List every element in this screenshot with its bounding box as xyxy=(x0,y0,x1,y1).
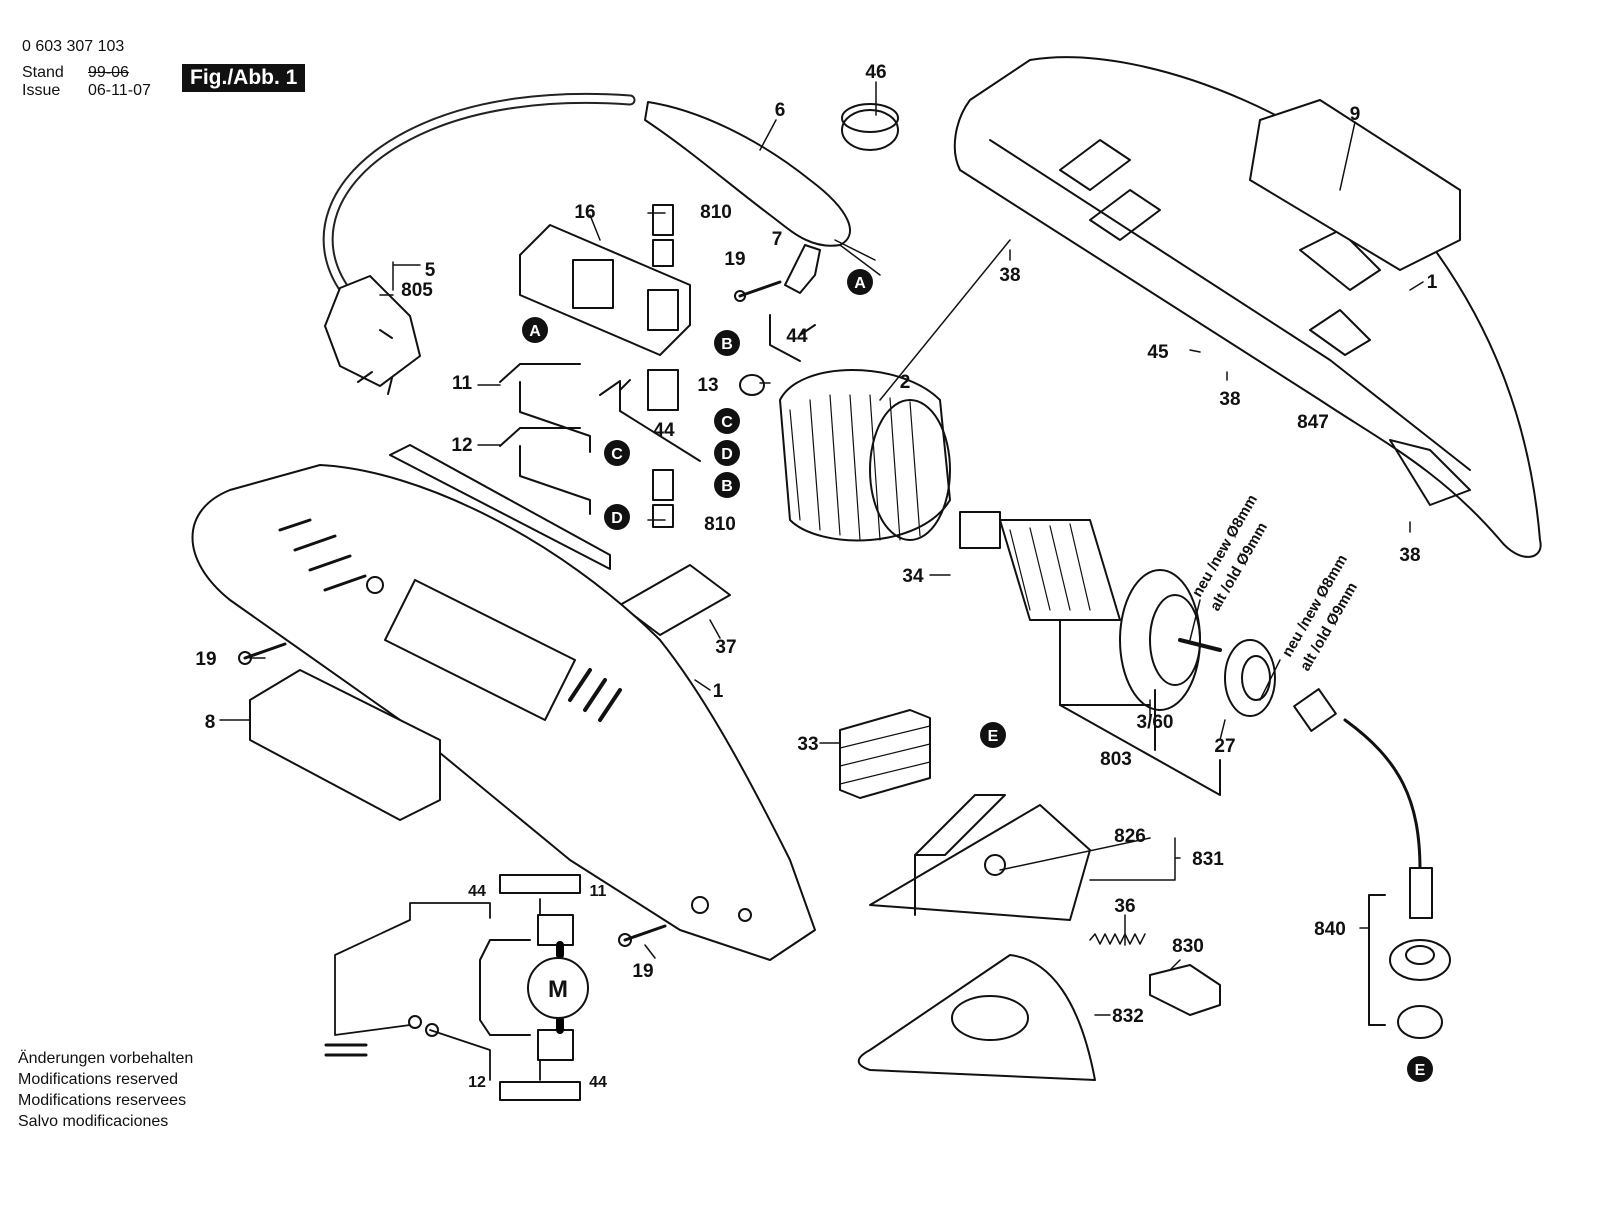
callout: 44 xyxy=(589,1074,607,1091)
callout: 38 xyxy=(1399,545,1420,566)
connector-a: A xyxy=(854,275,866,292)
callout: 7 xyxy=(772,229,783,250)
part-callouts: 46 6 9 5 805 16 810 19 7 38 1 44 45 2 13… xyxy=(195,62,1437,1091)
connector-e: E xyxy=(988,728,999,745)
wire-44 xyxy=(599,379,701,462)
bearing-ring-840 xyxy=(1389,939,1451,981)
callout: 45 xyxy=(1147,342,1169,363)
latch-830 xyxy=(1149,964,1221,1016)
connector-c: C xyxy=(721,414,733,431)
note-line: Modifications reservees xyxy=(18,1092,187,1109)
callout: 810 xyxy=(704,514,736,535)
housing-shell-left xyxy=(191,464,816,961)
callout: 826 xyxy=(1114,826,1146,847)
modification-notes: Änderungen vorbehalten Modifications res… xyxy=(18,1048,193,1132)
callout: 1 xyxy=(713,681,724,702)
callout: 12 xyxy=(451,435,472,456)
callout: 19 xyxy=(632,961,653,982)
label-plate-8 xyxy=(249,669,441,821)
callout: 9 xyxy=(1350,104,1361,125)
callout: 8 xyxy=(205,712,216,733)
callout: 810 xyxy=(700,202,732,223)
screw-19-b xyxy=(623,924,667,942)
cable-clamp xyxy=(784,244,821,294)
callout: 832 xyxy=(1112,1006,1144,1027)
connector-b: B xyxy=(721,478,733,495)
callout: 840 xyxy=(1314,919,1346,940)
bushing-13 xyxy=(739,374,765,396)
callout: 19 xyxy=(724,249,745,270)
callout: 11 xyxy=(590,883,607,900)
callout: 1 xyxy=(1427,272,1438,293)
callout: 27 xyxy=(1214,736,1235,757)
callout: 44 xyxy=(468,883,486,900)
connector-b: B xyxy=(721,336,733,353)
callout: 38 xyxy=(999,265,1020,286)
motor-symbol xyxy=(527,957,589,1019)
figure-label: Fig./Abb. 1 xyxy=(182,64,306,92)
eccentric-sleeve xyxy=(1409,867,1433,919)
part-number: 0 603 307 103 xyxy=(22,38,125,55)
dust-filter-33 xyxy=(839,709,931,799)
plug xyxy=(324,275,421,387)
callout: 44 xyxy=(653,420,675,441)
callout: 831 xyxy=(1192,849,1224,870)
counterweight-840 xyxy=(1397,1005,1443,1039)
flex-cable xyxy=(1343,718,1422,872)
issue-date: 06-11-07 xyxy=(88,82,151,99)
callout: 34 xyxy=(902,566,924,587)
callout: 36 xyxy=(1114,896,1135,917)
spring-36 xyxy=(1089,933,1146,945)
callout: 46 xyxy=(865,62,886,83)
cord-guard xyxy=(644,101,851,247)
wiring-diagram xyxy=(334,898,541,1081)
connector-c: C xyxy=(611,446,623,463)
callout: 803 xyxy=(1100,749,1132,770)
callout: 16 xyxy=(574,202,595,223)
motor-label: M xyxy=(548,976,568,1003)
callout: 6 xyxy=(775,100,786,121)
carbon-brush-bottom xyxy=(652,469,674,501)
label-plate-9 xyxy=(1249,99,1461,271)
stand-old-date: 99-06 xyxy=(88,64,129,81)
stand-label: Stand xyxy=(22,64,64,81)
callout: 37 xyxy=(715,637,736,658)
strain-relief-ring xyxy=(841,109,899,151)
note-line: Änderungen vorbehalten xyxy=(18,1050,194,1067)
ball-bearing-27 xyxy=(1224,639,1276,717)
callout: 33 xyxy=(797,734,818,755)
callout: 13 xyxy=(697,375,718,396)
connector-e: E xyxy=(1415,1062,1426,1079)
field-stator xyxy=(779,369,951,542)
wire-12 xyxy=(499,427,591,515)
connector-a: A xyxy=(529,323,541,340)
note-line: Salvo modificaciones xyxy=(18,1113,169,1130)
switch-slider-37 xyxy=(619,564,731,636)
screw-19-a xyxy=(243,642,287,660)
callout: 3/60 xyxy=(1137,712,1174,733)
carbon-brush-top xyxy=(652,204,674,236)
sanding-pad-832 xyxy=(857,954,1096,1081)
connector-markers: A A B B C C D D E E xyxy=(522,269,1433,1082)
callout: 38 xyxy=(1219,389,1240,410)
callout: 830 xyxy=(1172,936,1204,957)
callout: 44 xyxy=(786,326,808,347)
base-plate-826 xyxy=(869,804,1091,921)
connector-d: D xyxy=(611,510,623,527)
bracket-803 xyxy=(1059,619,1221,796)
callout: 11 xyxy=(452,373,473,394)
callout: 805 xyxy=(401,280,433,301)
callout: 5 xyxy=(425,260,436,281)
callout: 19 xyxy=(195,649,216,670)
callout: 12 xyxy=(468,1074,486,1091)
callout: 847 xyxy=(1297,412,1329,433)
callout: 2 xyxy=(900,372,911,393)
switch-rod xyxy=(389,444,611,570)
connector-d: D xyxy=(721,446,733,463)
issue-label: Issue xyxy=(22,82,61,99)
wire-11 xyxy=(499,363,591,453)
note-line: Modifications reserved xyxy=(18,1071,179,1088)
